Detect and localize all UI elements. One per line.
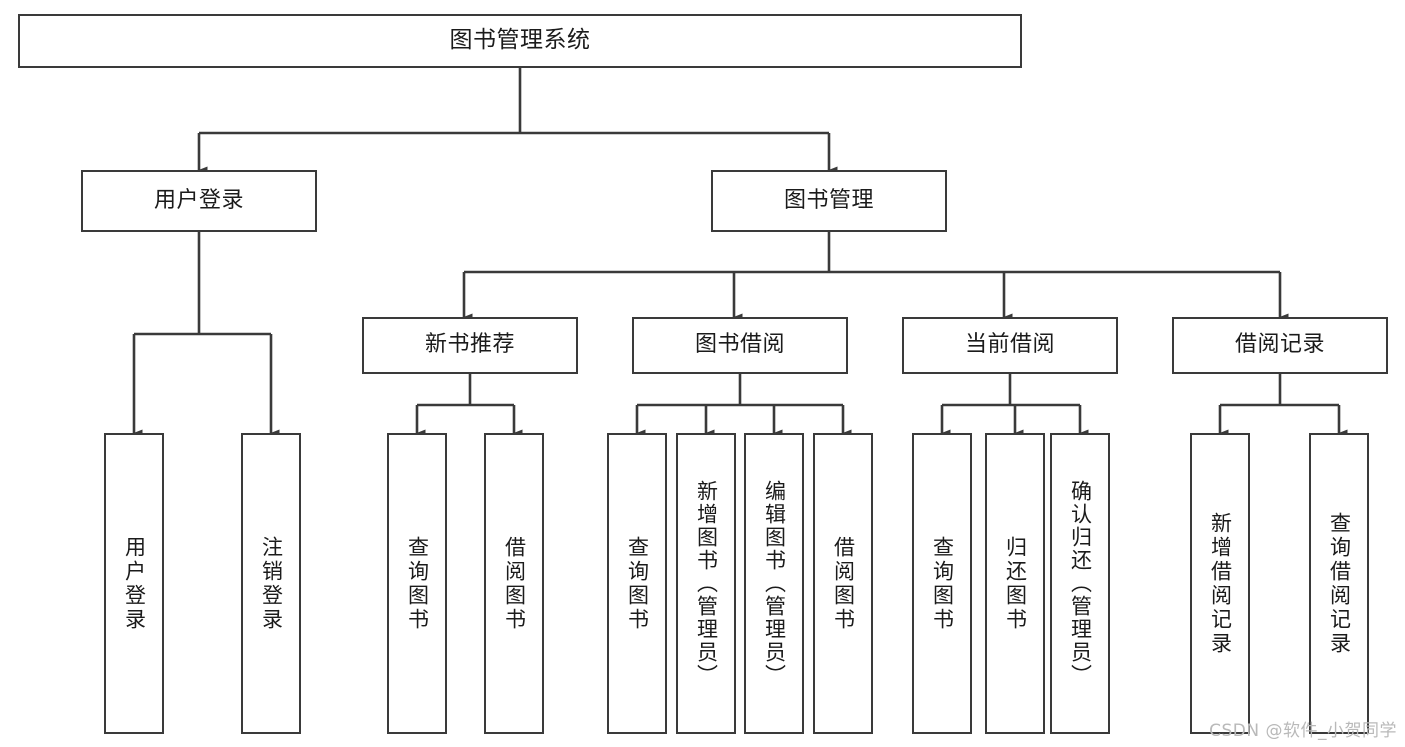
node-leaf-user-login-label: 用户登录: [122, 535, 147, 632]
node-leaf-add-book[interactable]: 新增图书（管理员）: [676, 433, 736, 734]
node-leaf-borrow-book-1-label: 借阅图书: [502, 535, 527, 632]
node-leaf-query-book-1-label: 查询图书: [405, 535, 430, 632]
node-leaf-return-book[interactable]: 归还图书: [985, 433, 1045, 734]
node-borrow-record[interactable]: 借阅记录: [1172, 317, 1388, 374]
node-leaf-confirm-return-label: 确认归还（管理员）: [1068, 480, 1093, 687]
node-leaf-query-book-1[interactable]: 查询图书: [387, 433, 447, 734]
node-book-manage-label: 图书管理: [783, 187, 874, 213]
node-book-borrow[interactable]: 图书借阅: [632, 317, 848, 374]
node-book-borrow-label: 图书借阅: [694, 332, 785, 358]
node-leaf-logout-label: 注销登录: [259, 535, 284, 632]
node-new-book-recommend-label: 新书推荐: [424, 332, 515, 358]
node-user-login[interactable]: 用户登录: [81, 170, 317, 232]
node-leaf-user-login[interactable]: 用户登录: [104, 433, 164, 734]
node-leaf-edit-book[interactable]: 编辑图书（管理员）: [744, 433, 804, 734]
node-book-manage[interactable]: 图书管理: [711, 170, 947, 232]
node-leaf-query-record-label: 查询借阅记录: [1327, 511, 1352, 656]
node-leaf-query-book-2[interactable]: 查询图书: [607, 433, 667, 734]
node-root-label: 图书管理系统: [449, 27, 591, 54]
watermark-label: CSDN @软件_小贺同学: [1209, 721, 1397, 741]
node-current-borrow-label: 当前借阅: [964, 332, 1055, 358]
node-leaf-borrow-book-2-label: 借阅图书: [831, 535, 856, 632]
node-current-borrow[interactable]: 当前借阅: [902, 317, 1118, 374]
node-leaf-query-book-3[interactable]: 查询图书: [912, 433, 972, 734]
node-leaf-add-record-label: 新增借阅记录: [1208, 511, 1233, 656]
node-root[interactable]: 图书管理系统: [18, 14, 1022, 68]
node-leaf-logout[interactable]: 注销登录: [241, 433, 301, 734]
node-leaf-add-record[interactable]: 新增借阅记录: [1190, 433, 1250, 734]
node-leaf-confirm-return[interactable]: 确认归还（管理员）: [1050, 433, 1110, 734]
node-leaf-borrow-book-2[interactable]: 借阅图书: [813, 433, 873, 734]
node-leaf-query-book-3-label: 查询图书: [930, 535, 955, 632]
node-leaf-return-book-label: 归还图书: [1003, 535, 1028, 632]
node-leaf-query-book-2-label: 查询图书: [625, 535, 650, 632]
node-leaf-edit-book-label: 编辑图书（管理员）: [762, 480, 787, 687]
node-borrow-record-label: 借阅记录: [1234, 332, 1325, 358]
node-leaf-query-record[interactable]: 查询借阅记录: [1309, 433, 1369, 734]
node-leaf-borrow-book-1[interactable]: 借阅图书: [484, 433, 544, 734]
node-user-login-label: 用户登录: [153, 187, 244, 213]
node-new-book-recommend[interactable]: 新书推荐: [362, 317, 578, 374]
node-leaf-add-book-label: 新增图书（管理员）: [694, 480, 719, 687]
